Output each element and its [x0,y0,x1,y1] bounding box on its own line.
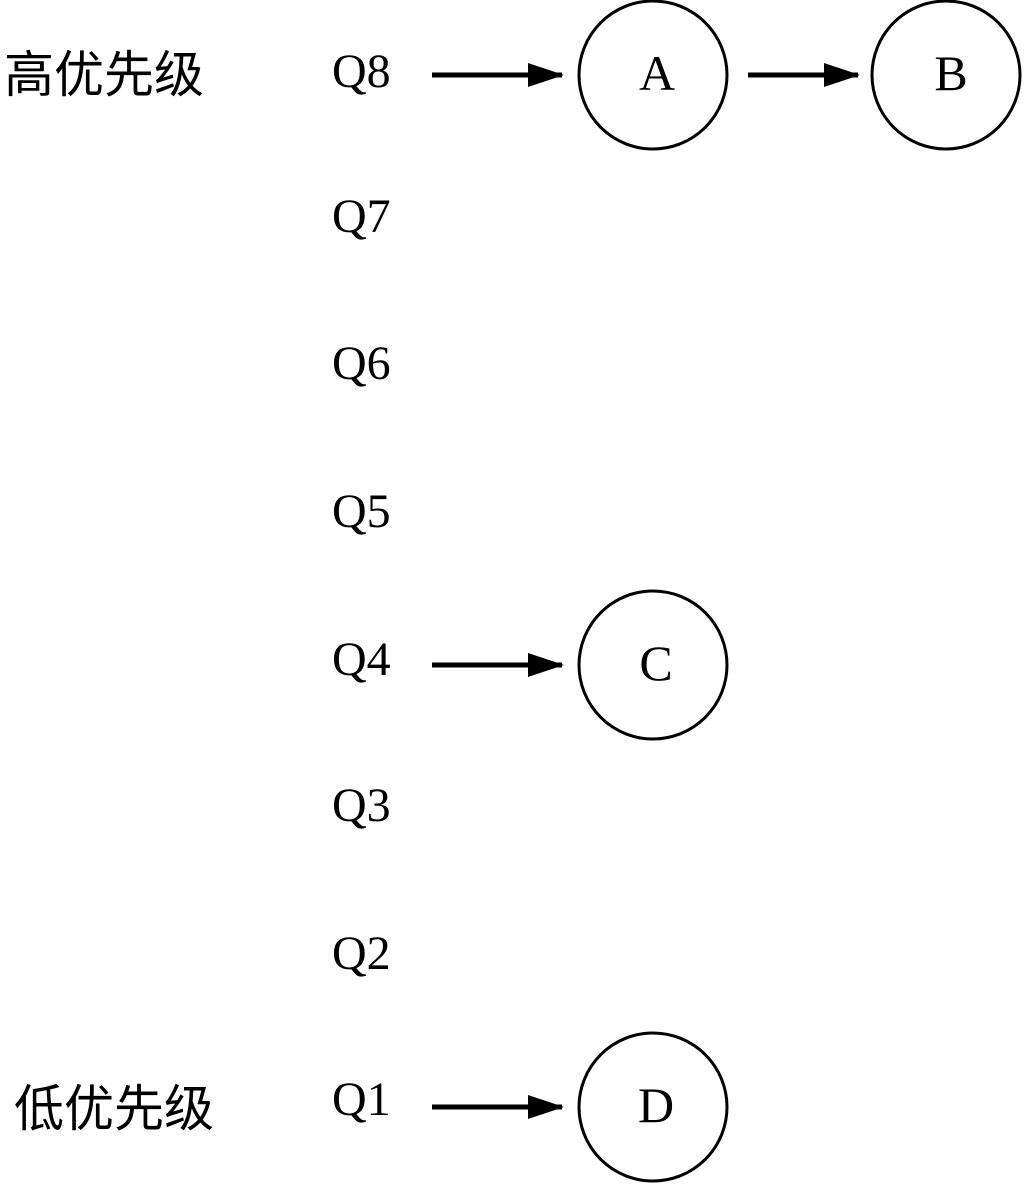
queue-label-q4: Q4 [332,633,391,686]
queue-label-q7: Q7 [332,190,391,243]
queue-label-q8: Q8 [332,45,391,98]
node-c-label: C [639,635,673,691]
queue-label-q1: Q1 [332,1073,391,1126]
high-priority-label: 高优先级 [4,46,204,104]
node-b-circle [870,0,1022,151]
node-c-circle [577,589,729,741]
queue-label-q2: Q2 [332,927,391,980]
queue-label-q5: Q5 [332,485,391,538]
low-priority-label: 低优先级 [14,1080,214,1138]
queue-label-q6: Q6 [332,337,391,390]
queue-label-q3: Q3 [332,779,391,832]
node-a-circle [577,0,729,151]
node-a-label: A [638,45,676,101]
node-d-circle [577,1031,729,1183]
node-d-label: D [637,1077,675,1133]
node-b-label: B [934,45,968,101]
